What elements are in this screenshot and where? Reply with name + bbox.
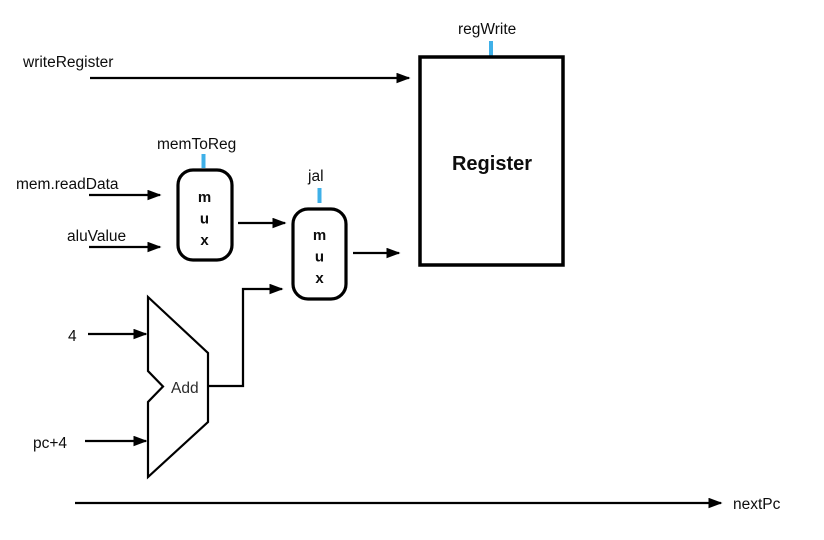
add-to-mux2-wire [208,283,284,388]
mux1-letter-x: x [200,232,209,249]
write-register-label: writeRegister [22,54,113,71]
alu-value-label: aluValue [67,228,126,245]
register-block [418,55,565,267]
pc-plus-4-label: pc+4 [33,435,67,452]
jal-mux [291,207,348,301]
mem-read-data-label: mem.readData [16,176,119,193]
mem-to-reg-label: memToReg [157,136,236,153]
mux1-letter-m: m [198,189,211,206]
next-pc-label: nextPc [733,496,781,513]
jal-label: jal [307,168,324,185]
register-block-label: Register [452,153,532,175]
add-unit-shape [146,294,210,480]
mux1-letter-u: u [200,211,209,228]
reg-write-label: regWrite [458,21,516,38]
add-unit-label: Add [171,380,199,397]
mux2-letter-x: x [315,270,324,287]
mem-to-reg-mux [176,168,234,262]
four-input-label: 4 [68,328,77,345]
mux2-letter-m: m [313,227,326,244]
mux2-letter-u: u [315,249,324,266]
